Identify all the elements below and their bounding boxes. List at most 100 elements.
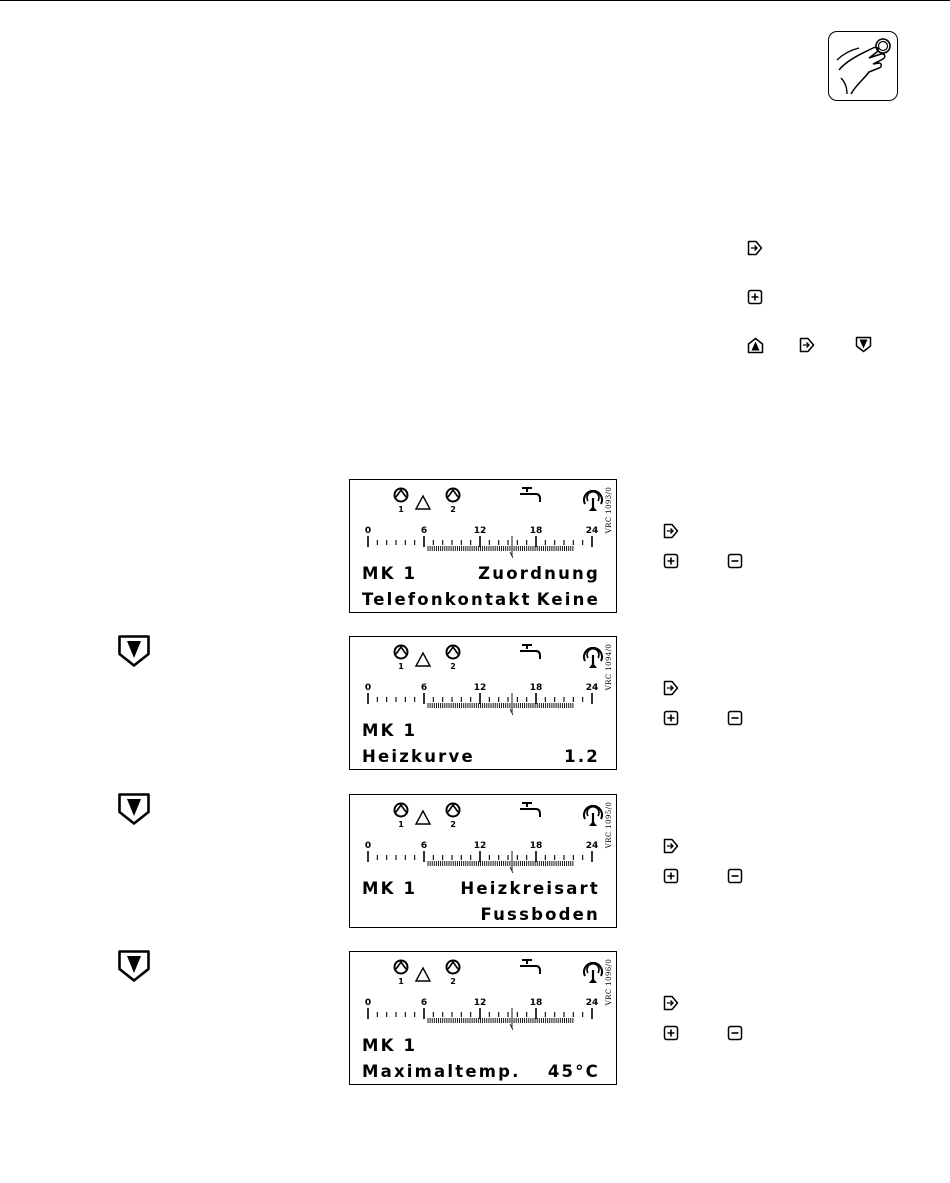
lcd-line-2-right: 1.2 [564, 747, 600, 766]
lcd-display: 1 2 0 6 12 18 24 VRC 1094/0 MK 1 Heizkur… [349, 636, 617, 770]
lcd-line-2-right: Fussboden [480, 905, 600, 924]
down-key-icon [117, 949, 151, 983]
time-scale [367, 1008, 593, 1031]
figure-code: VRC 1096/0 [605, 958, 613, 1006]
lcd-line-1: MK 1 Heizkreisart [362, 879, 600, 901]
lcd-line-2: Maximaltemp. 45°C [362, 1062, 600, 1084]
scale-tick-label: 0 [365, 683, 371, 693]
pump-1-icon [393, 487, 409, 503]
figure-code: VRC 1094/0 [605, 643, 613, 691]
time-scale [367, 536, 593, 559]
lcd-display: 1 2 0 6 12 18 24 VRC 1096/0 MK 1 Maximal… [349, 951, 617, 1085]
scale-tick-label: 12 [474, 683, 487, 693]
top-rule [0, 0, 950, 2]
plus-key-icon [663, 1025, 679, 1041]
plus-key-icon [663, 868, 679, 884]
time-scale [367, 693, 593, 716]
lcd-display: 1 2 0 6 12 18 24 VRC 1093/0 MK 1 Zuordnu… [349, 479, 617, 613]
scale-tick-label: 12 [474, 841, 487, 851]
scale-tick-label: 0 [365, 998, 371, 1008]
lcd-line-2: Telefonkontakt Keine [362, 590, 600, 612]
lcd-line-1-left: MK 1 [362, 1036, 418, 1055]
scale-tick-label: 12 [474, 998, 487, 1008]
burner-icon [583, 489, 603, 511]
burner-icon [583, 646, 603, 668]
lcd-line-1-right: Heizkreisart [460, 879, 600, 898]
scale-tick-label: 12 [474, 526, 487, 536]
scale-tick-label: 6 [421, 998, 427, 1008]
burner-icon [583, 804, 603, 826]
pump-2-icon [445, 487, 461, 503]
pump-1-label: 1 [398, 977, 404, 986]
pump-1-label: 1 [398, 505, 404, 514]
scale-tick-label: 6 [421, 526, 427, 536]
figure-code: VRC 1093/0 [605, 486, 613, 534]
scale-tick-label: 24 [586, 998, 599, 1008]
scale-tick-label: 24 [586, 683, 599, 693]
enter-key-icon [663, 523, 679, 539]
pump-2-icon [445, 644, 461, 660]
lcd-line-2-left: Maximaltemp. [362, 1062, 521, 1081]
scale-tick-label: 24 [586, 841, 599, 851]
enter-key-icon [747, 240, 763, 256]
minus-key-icon [727, 553, 743, 569]
pump-1-icon [393, 959, 409, 975]
enter-key-icon [663, 995, 679, 1011]
lcd-line-1: MK 1 [362, 721, 600, 743]
tap-icon [520, 802, 541, 817]
pump-1-label: 1 [398, 662, 404, 671]
up-key-icon [747, 337, 764, 354]
scale-tick-label: 18 [530, 998, 543, 1008]
lcd-line-1-left: MK 1 [362, 879, 418, 898]
minus-key-icon [727, 1025, 743, 1041]
scale-tick-label: 18 [530, 683, 543, 693]
lcd-line-2: Heizkurve 1.2 [362, 747, 600, 769]
scale-tick-label: 18 [530, 526, 543, 536]
lcd-line-2-right: Keine [536, 590, 600, 609]
plus-key-icon [747, 289, 763, 305]
lcd-line-1: MK 1 [362, 1036, 600, 1058]
scale-tick-label: 0 [365, 526, 371, 536]
pump-2-icon [445, 802, 461, 818]
enter-key-icon [799, 337, 815, 353]
triangle-icon [414, 809, 432, 825]
plus-key-icon [663, 553, 679, 569]
scale-tick-label: 0 [365, 841, 371, 851]
pump-1-icon [393, 802, 409, 818]
time-scale [367, 851, 593, 874]
lcd-line-2: Fussboden [362, 905, 600, 927]
pump-2-label: 2 [450, 977, 456, 986]
burner-icon [583, 961, 603, 983]
lcd-line-2-right: 45°C [547, 1062, 600, 1081]
scale-tick-label: 24 [586, 526, 599, 536]
lcd-line-1: MK 1 Zuordnung [362, 564, 600, 586]
pump-1-label: 1 [398, 820, 404, 829]
pump-2-label: 2 [450, 662, 456, 671]
enter-key-icon [663, 680, 679, 696]
down-key-icon [117, 792, 151, 826]
lcd-display: 1 2 0 6 12 18 24 VRC 1095/0 MK 1 Heizkre… [349, 794, 617, 928]
scale-tick-label: 6 [421, 841, 427, 851]
figure-code: VRC 1095/0 [605, 801, 613, 849]
lcd-line-2-left: Telefonkontakt [362, 590, 532, 609]
lcd-line-1-left: MK 1 [362, 564, 418, 583]
lcd-line-2-left: Heizkurve [362, 747, 475, 766]
lcd-line-1-right: Zuordnung [478, 564, 600, 583]
plus-key-icon [663, 710, 679, 726]
minus-key-icon [727, 710, 743, 726]
pump-2-label: 2 [450, 820, 456, 829]
enter-key-icon [663, 838, 679, 854]
scale-tick-label: 6 [421, 683, 427, 693]
lcd-line-1-left: MK 1 [362, 721, 418, 740]
down-key-icon [855, 336, 872, 353]
down-key-icon [117, 634, 151, 668]
tap-icon [520, 487, 541, 502]
minus-key-icon [727, 868, 743, 884]
triangle-icon [414, 494, 432, 510]
triangle-icon [414, 966, 432, 982]
pump-1-icon [393, 644, 409, 660]
pump-2-icon [445, 959, 461, 975]
scale-tick-label: 18 [530, 841, 543, 851]
pump-2-label: 2 [450, 505, 456, 514]
tap-icon [520, 959, 541, 974]
